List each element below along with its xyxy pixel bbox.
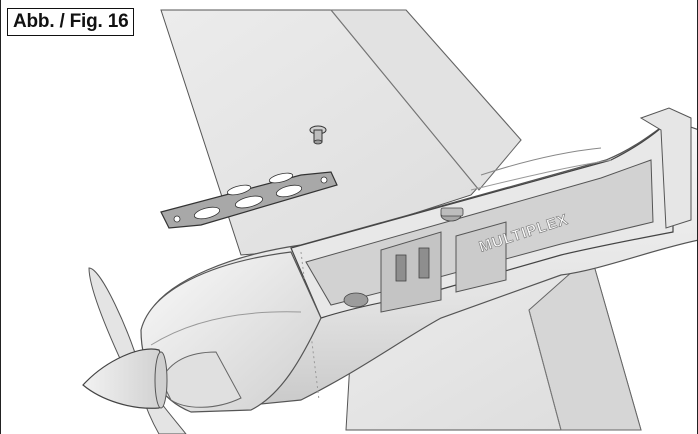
spinner xyxy=(82,348,168,409)
mounting-screw xyxy=(309,125,327,145)
lower-wing xyxy=(345,254,642,431)
mounting-plate xyxy=(160,171,338,229)
engine-cowl xyxy=(140,251,322,413)
figure-label: Abb. / Fig. 16 xyxy=(7,8,135,36)
